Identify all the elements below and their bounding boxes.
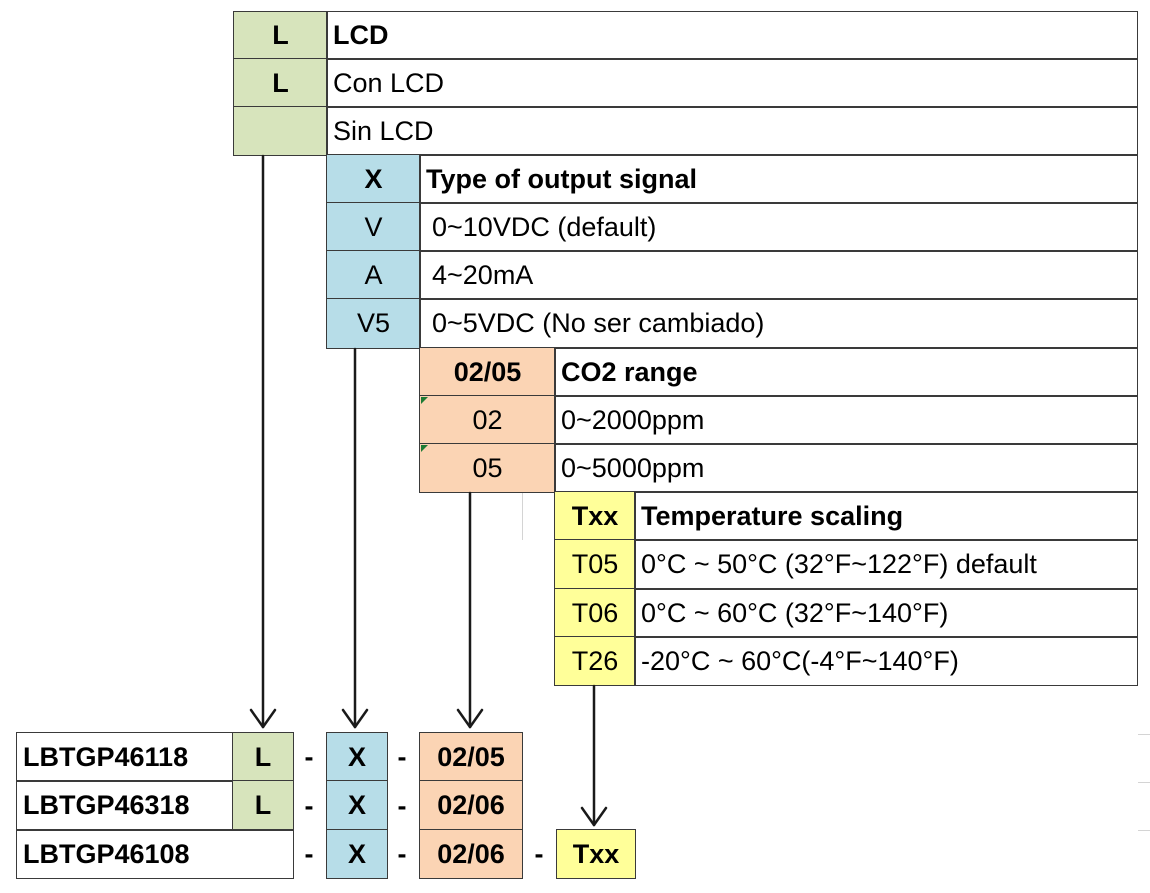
model-lcd-code: L (232, 780, 294, 831)
model-lcd-code: L (232, 732, 294, 782)
gridline (1138, 782, 1150, 783)
model-co2-code: 02/06 (419, 829, 523, 879)
temperature-option-label: 0°C ~ 60°C (32°F~140°F) (634, 588, 1138, 638)
lcd-header-code: L (233, 11, 328, 60)
separator: - (397, 791, 407, 821)
lcd-option-label: Sin LCD (326, 106, 1138, 156)
gridline (1138, 830, 1150, 831)
model-output-code: X (326, 829, 388, 879)
model-co2-code: 02/06 (419, 780, 523, 831)
temperature-header-label: Temperature scaling (634, 491, 1138, 541)
separator: - (397, 742, 407, 772)
temperature-option-code: T05 (554, 539, 636, 590)
co2-range-header-label: CO2 range (554, 347, 1138, 397)
co2-range-option-code: 05 (419, 443, 556, 493)
lcd-option-code: L (233, 58, 328, 108)
separator: - (304, 742, 314, 772)
model-co2-code: 02/05 (419, 732, 523, 782)
output-signal-option-code: V5 (326, 298, 421, 349)
separator: - (304, 839, 314, 869)
co2-range-option-code: 02 (419, 395, 556, 445)
model-name: LBTGP46318 (16, 780, 234, 831)
co2-range-option-label: 0~5000ppm (554, 443, 1138, 493)
model-name: LBTGP46108 (16, 829, 294, 879)
separator: - (534, 839, 544, 869)
model-output-code: X (326, 732, 388, 782)
output-signal-option-label: 0~10VDC (default) (419, 202, 1138, 252)
gridline (1138, 734, 1150, 735)
output-signal-option-label: 0~5VDC (No ser cambiado) (419, 298, 1138, 349)
output-signal-option-code: A (326, 250, 421, 300)
lcd-option-label: Con LCD (326, 58, 1138, 108)
separator: - (304, 791, 314, 821)
temperature-header-code: Txx (554, 491, 636, 541)
temperature-option-label: 0°C ~ 50°C (32°F~122°F) default (634, 539, 1138, 590)
model-name: LBTGP46118 (16, 732, 234, 782)
co2-range-header-code: 02/05 (419, 347, 556, 397)
output-signal-option-code: V (326, 202, 421, 252)
comment-indicator-icon (421, 397, 428, 404)
arrow-output-signal-icon (341, 347, 369, 729)
co2-range-option-label: 0~2000ppm (554, 395, 1138, 445)
arrow-lcd-icon (249, 154, 277, 729)
lcd-header-label: LCD (326, 11, 1138, 60)
temperature-option-label: -20°C ~ 60°C(-4°F~140°F) (634, 636, 1138, 686)
lcd-option-code (233, 106, 328, 156)
arrow-temperature-icon (580, 684, 608, 827)
output-signal-header-code: X (326, 154, 421, 204)
model-output-code: X (326, 780, 388, 831)
output-signal-option-label: 4~20mA (419, 250, 1138, 300)
comment-indicator-icon (421, 445, 428, 452)
model-temp-code: Txx (556, 829, 636, 879)
arrow-co2-range-icon (456, 491, 484, 729)
temperature-option-code: T06 (554, 588, 636, 638)
separator: - (397, 839, 407, 869)
temperature-option-code: T26 (554, 636, 636, 686)
gridline (522, 492, 523, 540)
output-signal-header-label: Type of output signal (419, 154, 1138, 204)
